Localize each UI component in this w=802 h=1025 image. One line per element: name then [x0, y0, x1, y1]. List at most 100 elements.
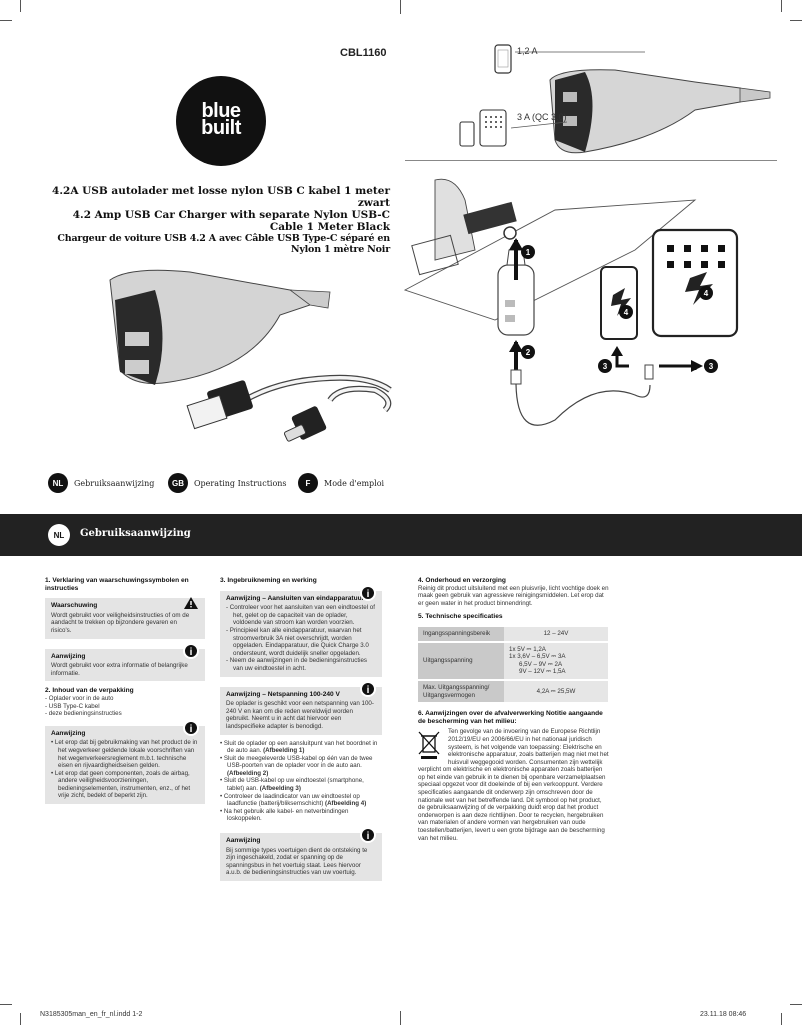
spec-table: Ingangsspanningsbereik 12 – 24V Uitgangs… [418, 626, 608, 705]
list-item: Sluit de USB-kabel op uw eindtoestel (sm… [220, 777, 382, 792]
contents-list: Oplader voor in de auto USB Type-C kabel… [45, 695, 205, 718]
list-item: Let erop dat geen componenten, zoals de … [51, 770, 199, 800]
lang-nl: NL Gebruiksaanwijzing [48, 473, 154, 493]
crop-mark [20, 0, 21, 12]
step-badge-4-phone: 4 [619, 305, 633, 319]
lang-badge: NL [48, 473, 68, 493]
list-item: Controleer voor het aansluiten van een e… [226, 604, 376, 627]
crop-mark [781, 0, 782, 12]
note-box-voltage: i Aanwijzing – Netspanning 100-240 V De … [220, 680, 382, 735]
list-item: deze bedieningsinstructies [45, 710, 205, 718]
box1-list: Controleer voor het aansluiten van een e… [226, 604, 376, 672]
footer-timestamp: 23.11.18 08:46 [700, 1011, 747, 1018]
crop-mark [0, 1004, 12, 1005]
heading-symbols: 1. Verklaring van waarschuwingssymbolen … [45, 577, 189, 592]
list-item: Neem de aanwijzingen in de bedieningsins… [226, 657, 376, 672]
crop-mark [781, 1013, 782, 1025]
spec-label: Ingangsspanningsbereik [418, 626, 504, 643]
info-icon: i [360, 584, 376, 601]
weee-bin-icon [418, 731, 440, 760]
table-row: Ingangsspanningsbereik 12 – 24V [418, 626, 608, 643]
heading-operation: 3. Ingebruikneming en werking [220, 577, 317, 584]
column-2: 3. Ingebruikneming en werking i Aanwijzi… [220, 577, 382, 881]
box2-title: Aanwijzing – Netspanning 100-240 V [226, 690, 340, 698]
list-item: Sluit de oplader op een aansluitpunt van… [220, 740, 382, 755]
note-box-connect: i Aanwijzing – Aansluiten van eindappara… [220, 584, 382, 677]
crop-mark [790, 20, 802, 21]
logo-line-2: built [201, 117, 241, 139]
care-text: Reinig dit product uitsluitend met een p… [418, 584, 609, 607]
product-illustration [109, 269, 392, 442]
crop-mark [400, 1011, 401, 1025]
list-item: Sluit de meegeleverde USB-kabel op één v… [220, 755, 382, 778]
lang-badge: GB [168, 473, 188, 493]
list-item: Principieel kan alle eindapparatuur, waa… [226, 627, 376, 657]
section-header-band: NL Gebruiksaanwijzing [0, 514, 802, 556]
step-badge-3-tablet: 3 [704, 359, 718, 373]
lang-label: Mode d'emploi [324, 478, 385, 488]
product-title-nl: 4.2A USB autolader met losse nylon USB C… [52, 185, 390, 209]
divider [405, 160, 777, 161]
note-title: Aanwijzing [51, 652, 86, 660]
logo-line-1: blue [201, 100, 241, 122]
section-title: Gebruiksaanwijzing [80, 528, 191, 539]
note-box-ignition: i Aanwijzing Bij sommige types voertuige… [220, 827, 382, 881]
product-title-en: 4.2 Amp USB Car Charger with separate Ny… [72, 209, 390, 233]
lang-gb: GB Operating Instructions [168, 473, 287, 493]
heading-care: 4. Onderhoud en verzorging [418, 577, 506, 584]
step-badge-1: 1 [521, 245, 535, 259]
disposal-text: Ten gevolge van de invoering van de Euro… [418, 728, 609, 842]
box2-text: De oplader is geschikt voor een netspann… [226, 700, 374, 730]
info-icon: i [360, 680, 376, 697]
note-text: Wordt gebruikt voor extra informatie of … [51, 662, 188, 677]
list-item: Controleer de laadindicator van uw eindt… [220, 793, 382, 808]
footer-file-name: N3185305man_en_fr_nl.indd 1-2 [40, 1011, 143, 1018]
steps-list: Sluit de oplader op een aansluitpunt van… [220, 740, 382, 824]
spec-label: Uitgangsspanning [418, 641, 504, 681]
step-badge-2: 2 [521, 345, 535, 359]
table-row: Uitgangsspanning 1x 5V ⎓ 1,2A 1x 3,6V – … [418, 641, 608, 681]
note-box: i Aanwijzing Wordt gebruikt voor extra i… [45, 642, 205, 682]
spec-value: 12 – 24V [504, 626, 608, 643]
heading-contents: 2. Inhoud van de verpakking [45, 687, 134, 695]
note2-list: Let erop dat bij gebruikmaking van het p… [51, 739, 199, 800]
list-item: Oplader voor in de auto [45, 695, 205, 703]
warning-icon [184, 597, 198, 610]
heading-disposal: 6. Aanwijzingen over de afvalverwerking … [418, 710, 603, 725]
brand-logo: blue built [176, 76, 266, 166]
list-item: USB Type-C kabel [45, 703, 205, 711]
step-badge-3-phone: 3 [598, 359, 612, 373]
step-badge-4-tablet: 4 [699, 286, 713, 300]
spec-label: Max. Uitgangsspanning/ Uitgangsvermogen [418, 679, 504, 705]
warning-text: Wordt gebruikt voor veiligheidsinstructi… [51, 611, 190, 634]
box1-title: Aanwijzing – Aansluiten van eindapparatu… [226, 594, 365, 602]
info-icon: i [360, 827, 376, 844]
port-label-top: 1,2 A [517, 46, 538, 56]
box3-text: Bij sommige types voertuigen dient de on… [226, 846, 368, 877]
list-item: Na het gebruik alle kabel- en netverbind… [220, 808, 382, 823]
spec-value: 4,2A ⎓ 25,5W [504, 679, 608, 705]
table-row: Max. Uitgangsspanning/ Uitgangsvermogen … [418, 679, 608, 705]
lang-badge: F [298, 473, 318, 493]
model-number: CBL1160 [340, 47, 387, 59]
heading-specs: 5. Technische specificaties [418, 613, 503, 621]
charger-ports-illustration [459, 44, 771, 154]
section-lang-badge: NL [48, 524, 70, 546]
lang-fr: F Mode d'emploi [298, 473, 384, 493]
crop-mark [20, 1013, 21, 1025]
note-box-2: i Aanwijzing Let erop dat bij gebruikmak… [45, 719, 205, 805]
warning-title: Waarschuwing [51, 602, 98, 610]
column-1: 1. Verklaring van waarschuwingssymbolen … [45, 577, 205, 805]
warning-box: Waarschuwing Wordt gebruikt voor veiligh… [45, 597, 205, 639]
lang-label: Operating Instructions [194, 478, 287, 488]
disposal-text-block: Ten gevolge van de invoering van de Euro… [418, 728, 610, 842]
crop-mark [400, 0, 401, 14]
crop-mark [0, 20, 12, 21]
info-icon: i [183, 642, 199, 659]
column-3: 4. Onderhoud en verzorging Reinig dit pr… [418, 577, 610, 842]
product-title-fr: Chargeur de voiture USB 4.2 A avec Câble… [57, 233, 390, 255]
box3-title: Aanwijzing [226, 837, 261, 845]
note2-title: Aanwijzing [51, 729, 86, 737]
lang-label: Gebruiksaanwijzing [74, 478, 155, 488]
list-item: Let erop dat bij gebruikmaking van het p… [51, 739, 199, 769]
